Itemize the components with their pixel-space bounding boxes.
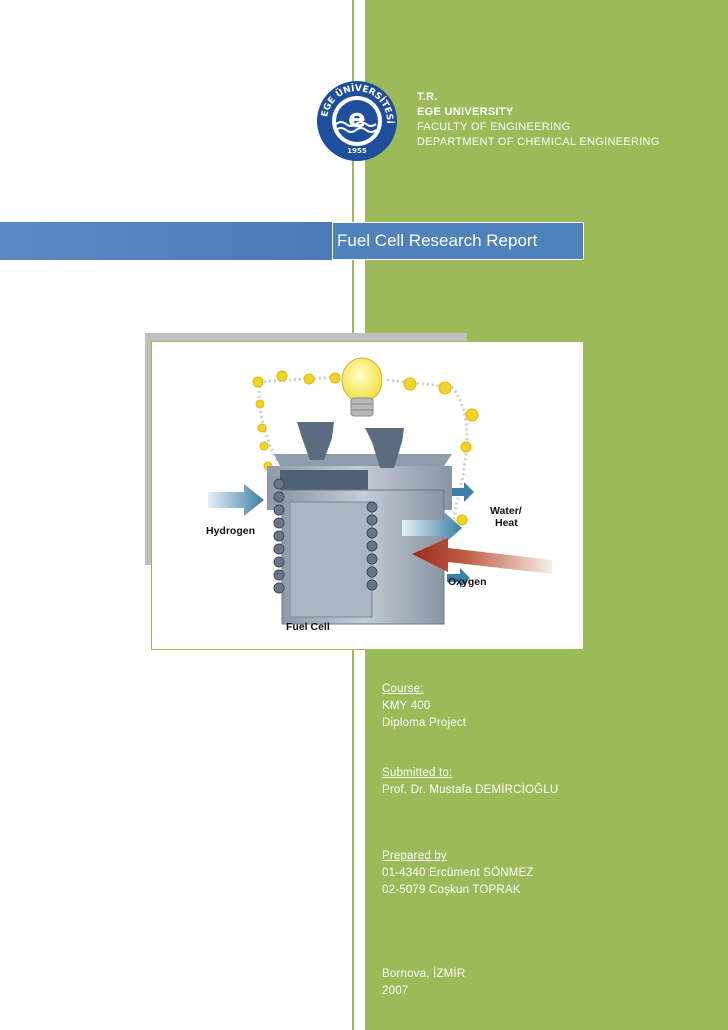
header-faculty: FACULTY OF ENGINEERING	[417, 121, 571, 133]
hydrogen-arrow	[208, 484, 264, 516]
logo-year: 1955	[347, 147, 367, 155]
prepared-heading: Prepared by	[382, 850, 447, 862]
prepared-student-1: 01-4340 Ercüment SÖNMEZ	[382, 867, 534, 879]
institution-header: T.R. EGE UNIVERSITY FACULTY OF ENGINEERI…	[417, 90, 660, 150]
place-block: Bornova, İZMİR 2007	[382, 966, 465, 1000]
label-oxygen: Oxygen	[448, 576, 487, 588]
prepared-student-2: 02-5079 Coşkun TOPRAK	[382, 884, 521, 896]
fuel-cell-figure: Hydrogen Water/ Heat Oxygen Fuel Cell	[151, 341, 584, 650]
place-location: Bornova, İZMİR	[382, 968, 466, 980]
report-title: Fuel Cell Research Report	[337, 231, 538, 250]
electron-dots	[252, 370, 479, 526]
label-water: Water/	[490, 505, 522, 517]
label-hydrogen: Hydrogen	[206, 525, 256, 537]
header-department: DEPARTMENT OF CHEMICAL ENGINEERING	[417, 136, 660, 148]
course-block: Course: KMY 400 Diploma Project	[382, 681, 466, 732]
oxygen-arrow	[412, 538, 552, 574]
logo-center-letter: e	[348, 104, 366, 134]
submitted-heading: Submitted to:	[382, 767, 453, 779]
header-tr: T.R.	[417, 91, 438, 103]
header-university: EGE UNIVERSITY	[417, 106, 514, 118]
place-year: 2007	[382, 985, 409, 997]
course-name: Diploma Project	[382, 717, 467, 729]
course-code: KMY 400	[382, 700, 431, 712]
light-bulb-icon	[341, 357, 383, 417]
label-heat: Heat	[495, 517, 518, 529]
submitted-block: Submitted to: Prof. Dr. Mustafa DEMİRCİO…	[382, 765, 558, 799]
university-logo: EGE ÜNİVERSİTESİ e 1955	[317, 81, 397, 161]
title-box	[332, 222, 584, 260]
course-heading: Course:	[382, 683, 424, 695]
fuel-cell-diagram	[180, 354, 552, 642]
label-fuel-cell: Fuel Cell	[286, 621, 330, 633]
prepared-block: Prepared by 01-4340 Ercüment SÖNMEZ 02-5…	[382, 848, 534, 899]
water-arrow	[402, 512, 462, 544]
submitted-person: Prof. Dr. Mustafa DEMİRCİOĞLU	[382, 784, 559, 796]
